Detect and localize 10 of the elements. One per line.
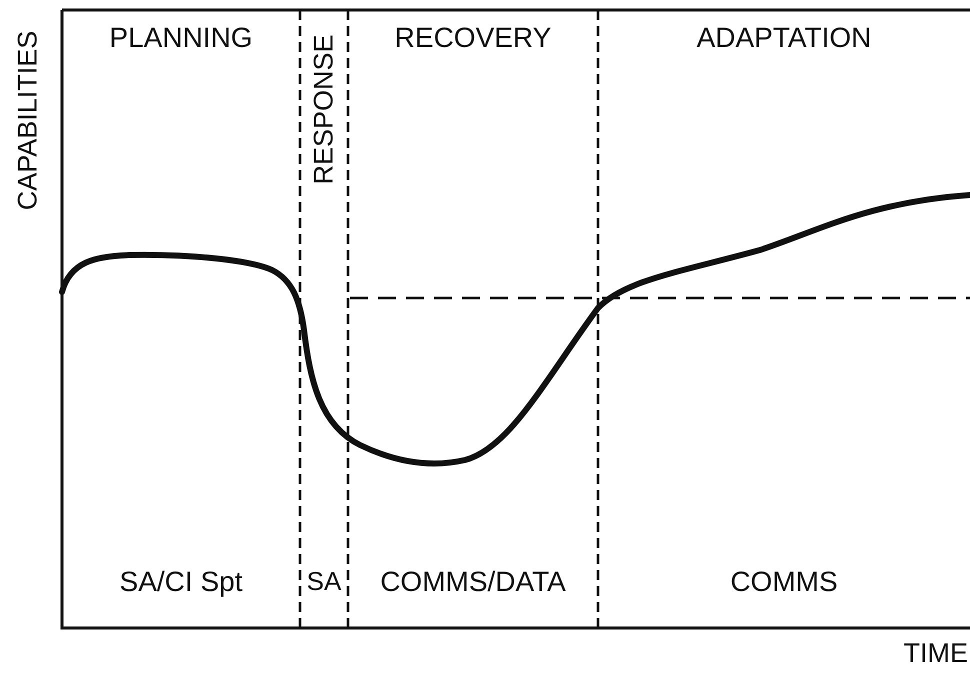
phase-label: RESPONSE: [310, 34, 338, 184]
capability-label: COMMS: [730, 568, 838, 596]
capability-label: COMMS/DATA: [380, 568, 566, 596]
phase-label: PLANNING: [109, 24, 253, 52]
axis-title: CAPABILITIES: [14, 30, 42, 210]
phase-label: ADAPTATION: [696, 24, 872, 52]
capability-label: SA/CI Spt: [120, 568, 242, 596]
axis-title: TIME: [904, 640, 968, 667]
capability-label: SA: [306, 568, 342, 594]
phase-label: RECOVERY: [394, 24, 552, 52]
